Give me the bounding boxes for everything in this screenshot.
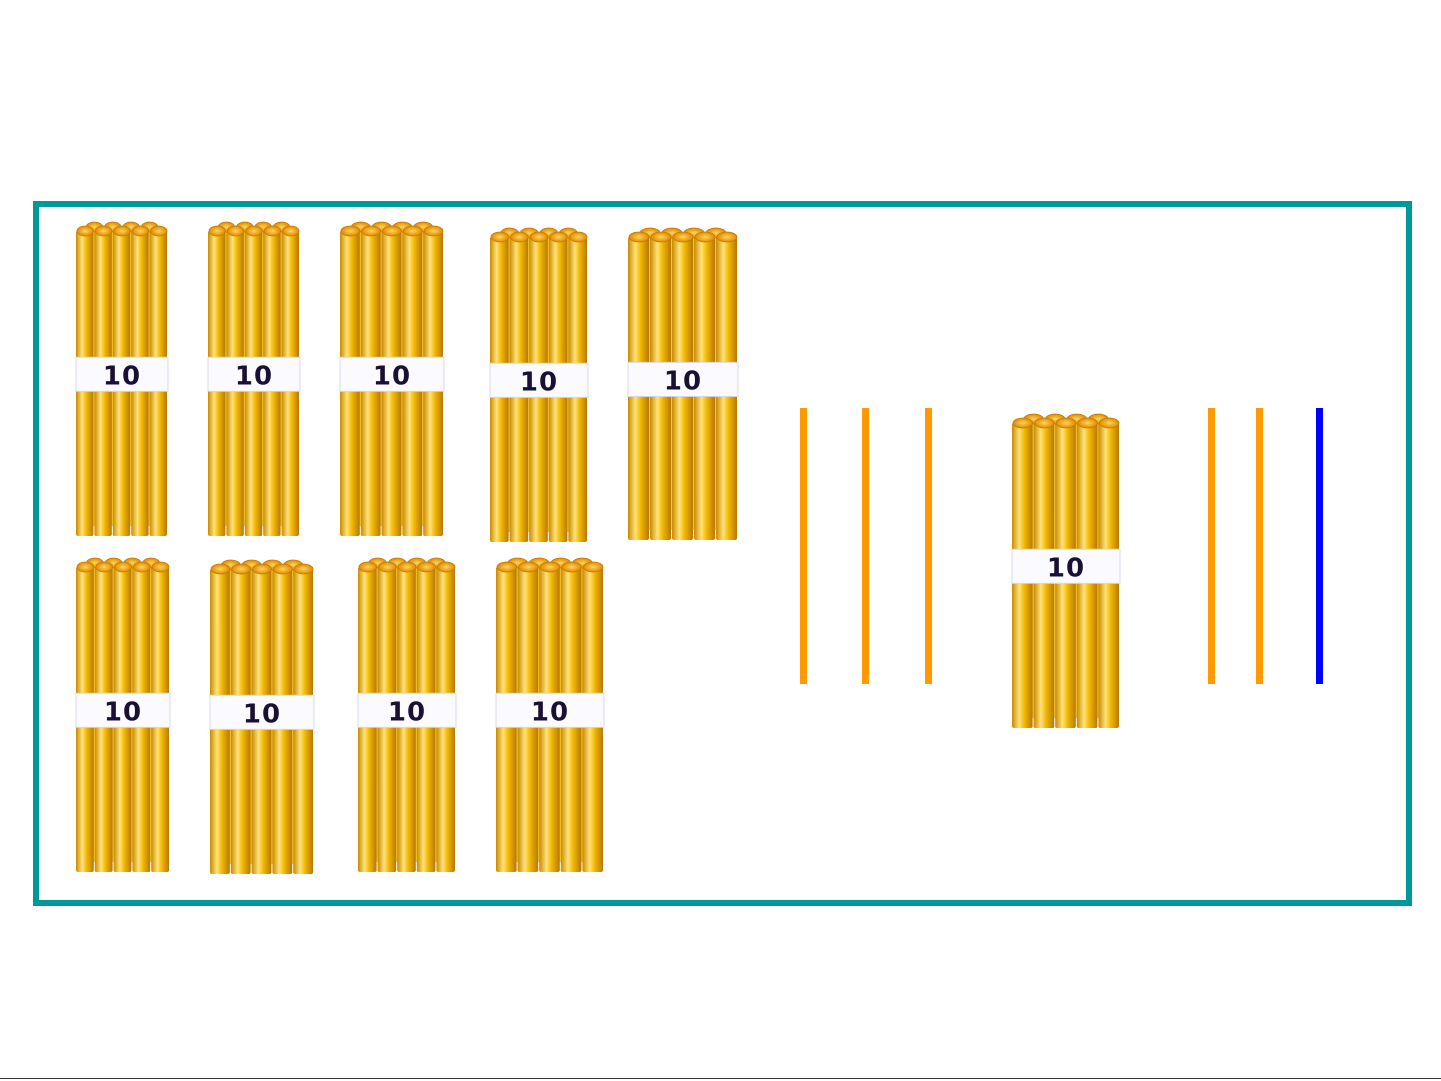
single-stick-blue	[1316, 408, 1323, 684]
bundle-label: 10	[664, 366, 702, 396]
bundle-graphic: 10	[490, 226, 588, 538]
bundle-label: 10	[388, 697, 426, 727]
ten-stick-bundle: 10	[76, 220, 168, 532]
bundle-label: 10	[1047, 553, 1085, 583]
bundle-graphic: 10	[1012, 412, 1120, 724]
ten-stick-bundle: 10	[1012, 412, 1120, 724]
ten-stick-bundle: 10	[628, 226, 738, 536]
ten-stick-bundle: 10	[358, 556, 456, 868]
bundle-graphic: 10	[628, 226, 738, 536]
bundle-label: 10	[243, 699, 281, 729]
ten-stick-bundle: 10	[210, 558, 314, 870]
ten-stick-bundle: 10	[340, 220, 444, 532]
single-stick-orange	[1208, 408, 1215, 684]
single-stick-orange	[925, 408, 932, 684]
ten-stick-bundle: 10	[490, 226, 588, 538]
ten-stick-bundle: 10	[76, 556, 170, 868]
ten-stick-bundle: 10	[208, 220, 300, 532]
bundle-label: 10	[520, 367, 558, 397]
bundle-graphic: 10	[496, 556, 604, 868]
bundle-graphic: 10	[208, 220, 300, 532]
bundle-graphic: 10	[76, 556, 170, 868]
bundle-graphic: 10	[358, 556, 456, 868]
bundle-label: 10	[373, 361, 411, 391]
single-stick-orange	[862, 408, 869, 684]
ten-stick-bundle: 10	[496, 556, 604, 868]
bottom-divider	[0, 1078, 1441, 1079]
bundle-label: 10	[531, 697, 569, 727]
single-stick-orange	[800, 408, 807, 684]
bundle-label: 10	[103, 361, 141, 391]
bundle-label: 10	[235, 361, 273, 391]
bundle-graphic: 10	[340, 220, 444, 532]
single-stick-orange	[1256, 408, 1263, 684]
bundle-label: 10	[104, 697, 142, 727]
bundle-graphic: 10	[210, 558, 314, 870]
bundle-graphic: 10	[76, 220, 168, 532]
